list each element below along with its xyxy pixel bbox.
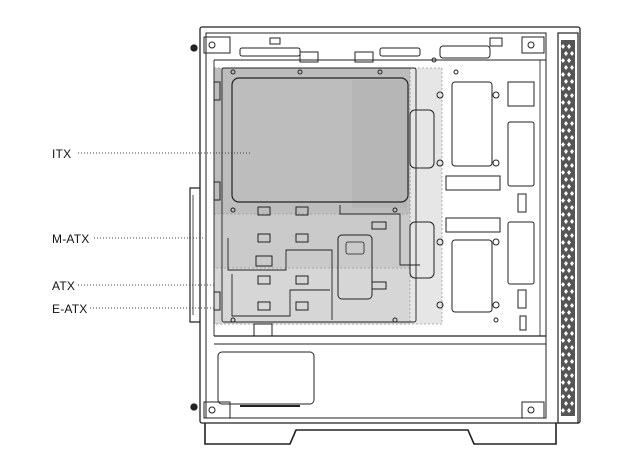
top-cutouts (239, 37, 503, 63)
atx-label: ATX (52, 279, 76, 293)
thumb-screw-top (190, 44, 198, 52)
chassis-feet (204, 423, 557, 445)
corner-brackets (203, 36, 545, 419)
form-factor-zones (213, 67, 443, 325)
psu-cutout (217, 351, 315, 405)
itx-label: ITX (52, 147, 72, 161)
chassis (189, 26, 581, 445)
front-mesh-panel (557, 32, 579, 424)
chassis-outer (199, 26, 581, 424)
leader-lines (78, 152, 250, 309)
drive-bays (431, 57, 535, 331)
thumb-screw-bottom (190, 403, 198, 411)
motherboard-tray (213, 67, 435, 323)
matx-label: M-ATX (52, 232, 90, 246)
itx-highlight (352, 80, 407, 208)
side-panel-edge (189, 187, 200, 323)
cpu-cutout (231, 77, 409, 203)
eatx-label: E-ATX (52, 302, 88, 316)
tray-clips (253, 206, 387, 337)
